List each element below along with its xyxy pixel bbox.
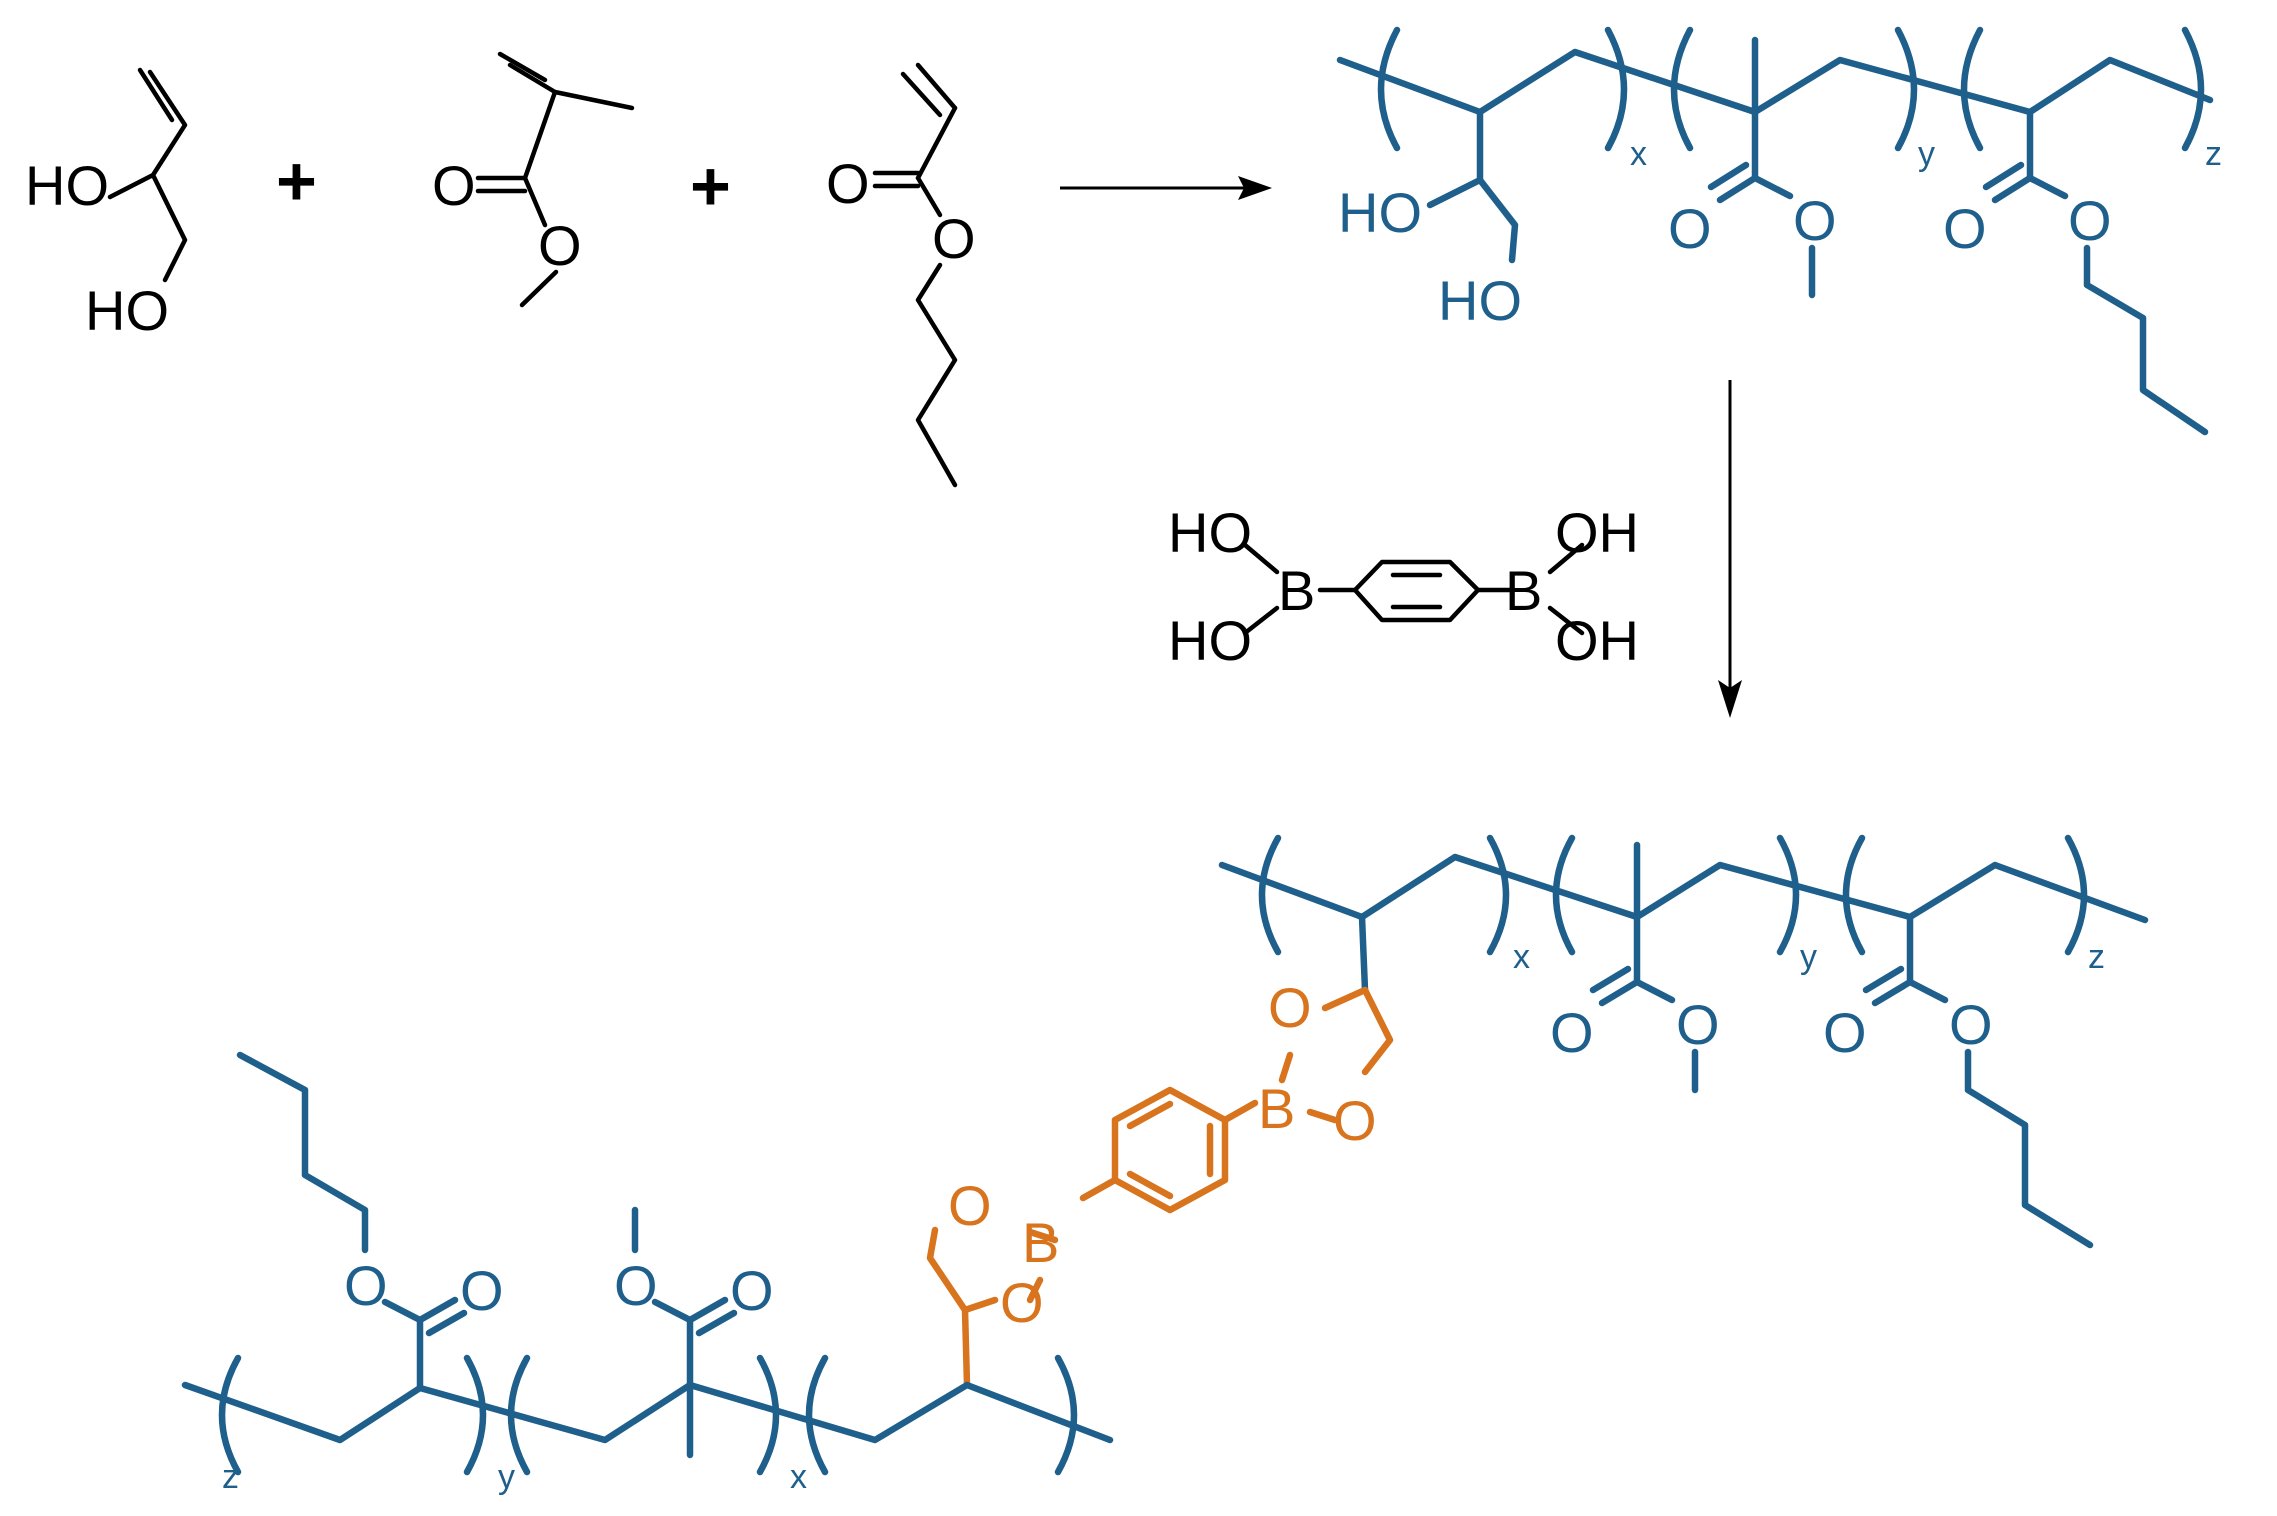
reaction-arrow-down xyxy=(1718,380,1742,718)
repeat-subscript: y xyxy=(1918,135,1935,173)
plus-sign: + xyxy=(276,142,317,220)
ester-oxygen-label: O xyxy=(538,214,582,277)
ring-oxygen-label: O xyxy=(1268,976,1312,1039)
carbonyl-oxygen-label: O xyxy=(432,154,476,217)
hydroxyl-label: HO xyxy=(1438,269,1522,332)
carbonyl-oxygen-label: O xyxy=(1668,197,1712,260)
carbonyl-oxygen-label: O xyxy=(1943,197,1987,260)
hydroxyl-label: HO xyxy=(1338,181,1422,244)
repeat-subscript: x xyxy=(1630,135,1647,173)
ester-oxygen-label: O xyxy=(2068,189,2112,252)
ring-oxygen-label: O xyxy=(1333,1089,1377,1152)
boron-label: B xyxy=(1258,1077,1295,1140)
repeat-subscript: z xyxy=(222,1458,239,1496)
repeat-subscript: y xyxy=(1800,938,1817,976)
network-upper-chain: x y z O O O O xyxy=(1218,834,2149,1249)
boron-label: B xyxy=(1022,1211,1059,1274)
carbonyl-oxygen-label: O xyxy=(1550,1001,1594,1064)
carbonyl-oxygen-label: O xyxy=(1823,1001,1867,1064)
crosslinker-benzenediboronic-acid: HO HO B B OH OH xyxy=(1168,501,1639,672)
network-lower-chain: z y x O O O O xyxy=(181,1051,1114,1496)
monomer-butenediol: HO HO xyxy=(25,67,188,342)
linear-copolymer: x y z HO HO O O O O xyxy=(1336,26,2222,436)
hydroxyl-label: HO xyxy=(1168,609,1252,672)
ester-oxygen-label: O xyxy=(1676,993,1720,1056)
repeat-subscript: x xyxy=(790,1458,807,1496)
ester-oxygen-label: O xyxy=(1793,189,1837,252)
hydroxyl-label: OH xyxy=(1555,501,1639,564)
boronate-ester-crosslink: O B O O B O xyxy=(926,976,1394,1389)
repeat-subscript: y xyxy=(498,1458,515,1496)
monomer-methyl-methacrylate: O O xyxy=(432,51,635,308)
boron-label: B xyxy=(1278,559,1315,622)
repeat-subscript: z xyxy=(2205,135,2222,173)
carbonyl-oxygen-label: O xyxy=(730,1259,774,1322)
carbonyl-oxygen-label: O xyxy=(826,152,870,215)
boron-label: B xyxy=(1505,559,1542,622)
hydroxyl-label: HO xyxy=(25,154,109,217)
ester-oxygen-label: O xyxy=(344,1254,388,1317)
reaction-arrow xyxy=(1060,176,1272,200)
repeat-subscript: x xyxy=(1513,938,1530,976)
monomer-butyl-acrylate: O O xyxy=(826,62,976,488)
ester-oxygen-label: O xyxy=(1949,993,1993,1056)
ester-oxygen-label: O xyxy=(614,1254,658,1317)
hydroxyl-label: OH xyxy=(1555,609,1639,672)
ester-oxygen-label: O xyxy=(932,207,976,270)
carbonyl-oxygen-label: O xyxy=(460,1259,504,1322)
plus-sign: + xyxy=(690,147,731,225)
ring-oxygen-label: O xyxy=(1000,1271,1044,1334)
repeat-subscript: z xyxy=(2088,938,2105,976)
hydroxyl-label: HO xyxy=(1168,501,1252,564)
ring-oxygen-label: O xyxy=(948,1174,992,1237)
hydroxyl-label: HO xyxy=(85,279,169,342)
